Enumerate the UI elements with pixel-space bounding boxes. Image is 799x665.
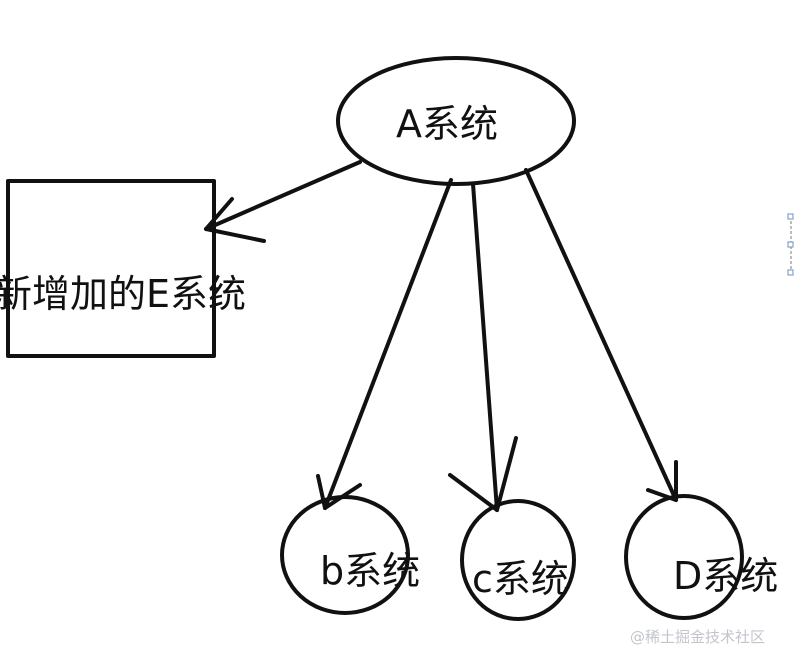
- arrow-a-to-b: [316, 178, 453, 510]
- node-c-circle: [460, 499, 576, 621]
- node-a-label: A系统: [396, 102, 498, 146]
- arrowhead-c: [448, 436, 518, 512]
- arrowhead-d: [646, 460, 678, 502]
- node-d-circle: [624, 494, 744, 620]
- node-e-label: 新增加的E系统: [0, 272, 246, 316]
- node-e-system: 新增加的E系统: [0, 179, 246, 358]
- node-b-label: b系统: [320, 549, 420, 593]
- node-a-system: A系统: [336, 56, 576, 186]
- node-d-label: D系统: [673, 554, 778, 598]
- node-e-box: [6, 179, 216, 358]
- arrowhead-e: [204, 197, 266, 243]
- node-c-system: c系统: [460, 499, 576, 621]
- node-c-label: c系统: [472, 557, 569, 601]
- arrow-a-to-c: [448, 182, 518, 512]
- node-b-system: b系统: [280, 495, 420, 615]
- selection-handle-marker: [787, 213, 794, 276]
- watermark: @稀土掘金技术社区: [630, 628, 766, 646]
- arrow-a-to-d: [524, 168, 678, 502]
- arrowhead-b: [316, 474, 362, 510]
- arrow-a-to-e: [204, 160, 362, 243]
- node-d-system: D系统: [624, 494, 778, 620]
- node-a-ellipse: [336, 56, 576, 186]
